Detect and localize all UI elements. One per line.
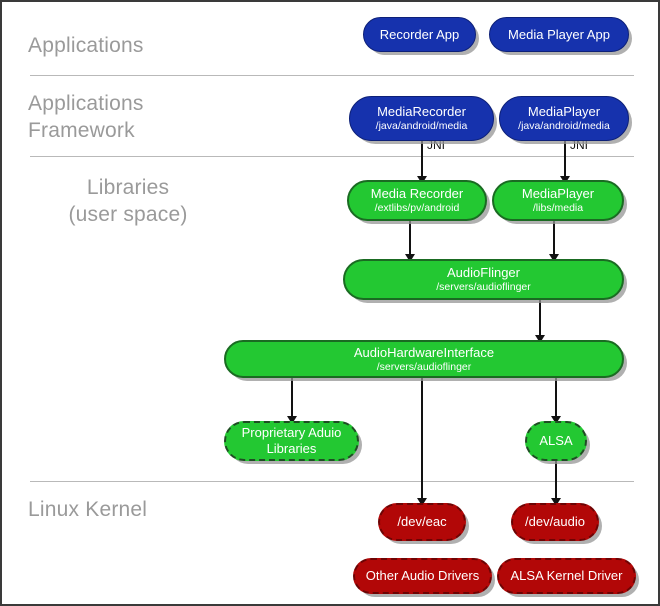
node-mediaplayer-framework[interactable]: MediaPlayer /java/android/media (499, 96, 629, 141)
node-title: /dev/eac (397, 514, 447, 529)
connector-media-recorder-lib-to-audioflinger (409, 221, 411, 259)
node-title: Other Audio Drivers (365, 568, 480, 583)
connector-ahi-to-proprietary-audio-libraries (291, 377, 293, 421)
layer-label-linux-kernel: Linux Kernel (28, 498, 148, 521)
node-proprietary-audio-libraries[interactable]: Proprietary Aduio Libraries (224, 421, 359, 461)
arrowhead-audiohardwareinterface (535, 335, 545, 343)
connector-mediaplayer-to-mediaplayer-lib (564, 141, 566, 181)
node-title: MediaRecorder (377, 104, 466, 119)
node-media-player-app[interactable]: Media Player App (489, 17, 629, 52)
connector-mediaplayer-lib-to-audioflinger (553, 221, 555, 259)
arrowhead-proprietary-audio-libraries (287, 416, 297, 424)
layer-label-libraries: Libraries (user space) (68, 176, 188, 226)
arrowhead-dev-eac (417, 498, 427, 506)
connector-audioflinger-to-audiohardwareinterface (539, 300, 541, 340)
separator-applications-framework (30, 156, 634, 157)
node-alsa-kernel-driver[interactable]: ALSA Kernel Driver (497, 558, 636, 594)
node-subtitle: /servers/audioflinger (376, 360, 472, 373)
arrowhead-audioflinger-left (405, 254, 415, 262)
edge-label-jni-player: JNI (570, 138, 588, 152)
node-title: /dev/audio (525, 514, 585, 529)
node-title: MediaPlayer (521, 186, 595, 201)
connector-ahi-to-alsa (555, 377, 557, 421)
node-audioflinger[interactable]: AudioFlinger /servers/audioflinger (343, 259, 624, 300)
node-mediaplayer-lib[interactable]: MediaPlayer /libs/media (492, 180, 624, 221)
separator-applications (30, 75, 634, 76)
node-mediarecorder-framework[interactable]: MediaRecorder /java/android/media (349, 96, 494, 141)
connector-alsa-to-dev-audio (555, 460, 557, 503)
node-subtitle: /java/android/media (518, 120, 610, 132)
node-title: Recorder App (379, 26, 460, 42)
node-title: ALSA (539, 433, 573, 448)
node-title: Media Player App (508, 26, 610, 42)
node-title: Proprietary Aduio Libraries (241, 425, 342, 456)
layer-label-applications-framework: Applications Framework (28, 92, 144, 142)
node-title: AudioFlinger (447, 265, 520, 280)
node-subtitle: /extlibs/pv/android (374, 202, 460, 214)
node-subtitle: /libs/media (532, 202, 584, 214)
connector-mediarecorder-to-media-recorder-lib (421, 141, 423, 181)
node-alsa[interactable]: ALSA (525, 421, 587, 461)
node-audiohardwareinterface[interactable]: AudioHardwareInterface /servers/audiofli… (224, 340, 624, 378)
layer-label-applications: Applications (28, 34, 144, 57)
node-title: ALSA Kernel Driver (510, 568, 623, 583)
node-other-audio-drivers[interactable]: Other Audio Drivers (353, 558, 492, 594)
separator-libraries (30, 481, 634, 482)
arrowhead-dev-audio (551, 498, 561, 506)
arrowhead-audioflinger-right (549, 254, 559, 262)
node-title: MediaPlayer (527, 104, 601, 119)
node-dev-audio[interactable]: /dev/audio (511, 503, 599, 541)
arrowhead-alsa (551, 416, 561, 424)
node-subtitle: /java/android/media (375, 120, 468, 132)
node-recorder-app[interactable]: Recorder App (363, 17, 476, 52)
node-title: Media Recorder (370, 186, 464, 201)
edge-label-jni-recorder: JNI (427, 138, 445, 152)
node-title: AudioHardwareInterface (353, 344, 495, 360)
node-subtitle: /servers/audioflinger (436, 281, 531, 293)
connector-ahi-to-dev-eac (421, 377, 423, 503)
node-media-recorder-lib[interactable]: Media Recorder /extlibs/pv/android (347, 180, 487, 221)
node-dev-eac[interactable]: /dev/eac (378, 503, 466, 541)
